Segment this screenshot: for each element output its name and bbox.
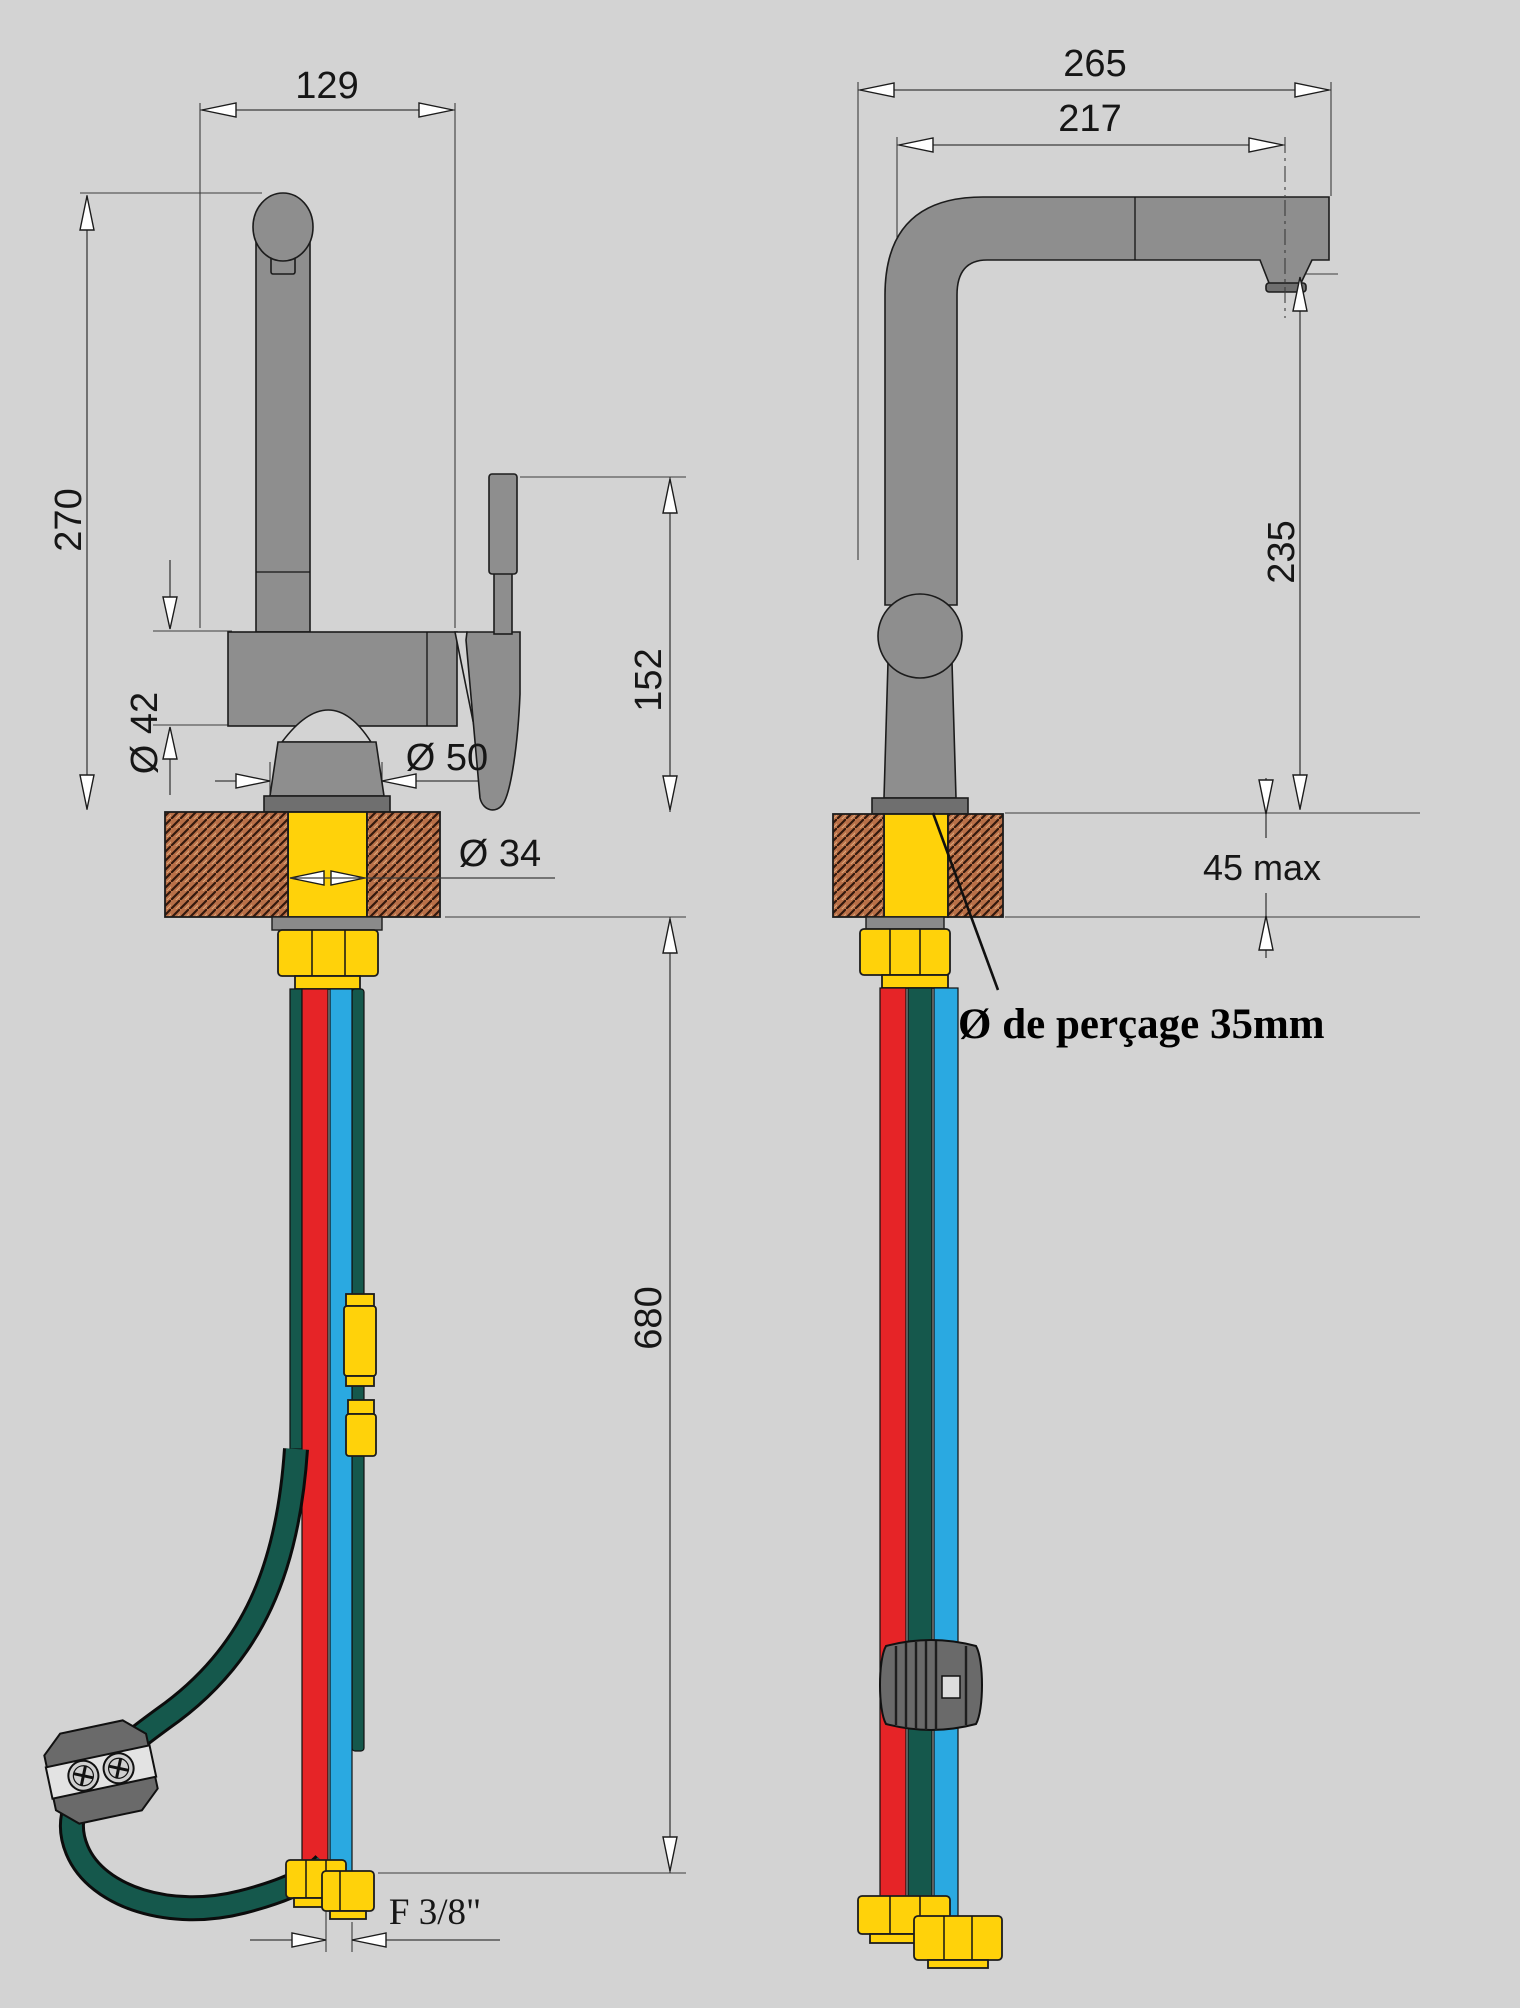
side-collar bbox=[881, 974, 949, 989]
side-washer bbox=[865, 916, 945, 930]
front-hose-fittings bbox=[343, 1293, 377, 1457]
side-aerator-lip bbox=[1265, 282, 1307, 293]
side-countertop-right bbox=[947, 813, 1004, 918]
front-countertop-right bbox=[366, 811, 441, 918]
side-spray-hose bbox=[907, 987, 933, 1921]
side-mounting-nut bbox=[859, 928, 951, 976]
label-base-diameter: Ø 50 bbox=[406, 737, 488, 779]
front-spout-tube bbox=[255, 239, 311, 633]
side-body bbox=[883, 661, 957, 799]
front-hose-weight bbox=[43, 1719, 159, 1825]
front-view bbox=[43, 192, 521, 1922]
front-connection-nuts bbox=[285, 1859, 375, 1920]
front-skirt-dome bbox=[280, 709, 373, 743]
dimension-lines bbox=[80, 82, 1420, 1952]
front-hot-hose bbox=[301, 988, 329, 1865]
front-spray-hose-left-edge bbox=[289, 988, 303, 1450]
weight-screw-right bbox=[102, 1752, 135, 1785]
weight-screw-left bbox=[67, 1759, 100, 1792]
side-cold-hose bbox=[933, 987, 959, 1918]
weight-window bbox=[941, 1675, 961, 1699]
front-washer bbox=[271, 916, 383, 931]
dimension-arrows bbox=[79, 82, 1330, 1948]
label-total-depth: 265 bbox=[1063, 43, 1126, 85]
side-connection-nuts bbox=[857, 1895, 1003, 1969]
label-connection-thread: F 3/8" bbox=[389, 1892, 481, 1933]
label-handle-height: 152 bbox=[628, 648, 670, 711]
label-body-diameter: Ø 42 bbox=[124, 692, 166, 774]
front-handle-base bbox=[465, 631, 521, 811]
label-spout-clearance: 235 bbox=[1261, 520, 1303, 583]
side-countertop-left bbox=[832, 813, 885, 918]
front-mounting-nut bbox=[277, 929, 379, 977]
front-base-skirt bbox=[269, 741, 385, 797]
label-spout-reach: 217 bbox=[1058, 98, 1121, 140]
side-base-flange bbox=[871, 797, 969, 815]
label-spout-height: 270 bbox=[48, 488, 90, 551]
label-hose-length: 680 bbox=[628, 1286, 670, 1349]
front-spray-hose-loop bbox=[62, 1448, 333, 1919]
front-handle-grip bbox=[488, 473, 518, 575]
side-hose-weight bbox=[879, 1639, 983, 1731]
front-countertop-left bbox=[164, 811, 289, 918]
front-base-flange bbox=[263, 795, 391, 813]
front-collar bbox=[294, 975, 361, 990]
front-body bbox=[227, 631, 458, 727]
label-spout-width: 129 bbox=[295, 65, 358, 107]
side-hot-hose bbox=[879, 987, 907, 1901]
label-counter-thickness: 45 max bbox=[1203, 847, 1321, 888]
label-shank-diameter: Ø 34 bbox=[459, 833, 541, 875]
front-threaded-shank bbox=[287, 811, 368, 918]
front-handle-stem bbox=[493, 571, 513, 635]
dimension-labels: 129 270 Ø 42 Ø 50 Ø 34 152 680 F 3/8" 26… bbox=[48, 43, 1325, 1933]
front-pullout-head bbox=[252, 192, 314, 262]
label-drill-hole-note: Ø de perçage 35mm bbox=[958, 1001, 1325, 1048]
side-view bbox=[832, 196, 1330, 1969]
side-ball-joint bbox=[877, 593, 963, 679]
